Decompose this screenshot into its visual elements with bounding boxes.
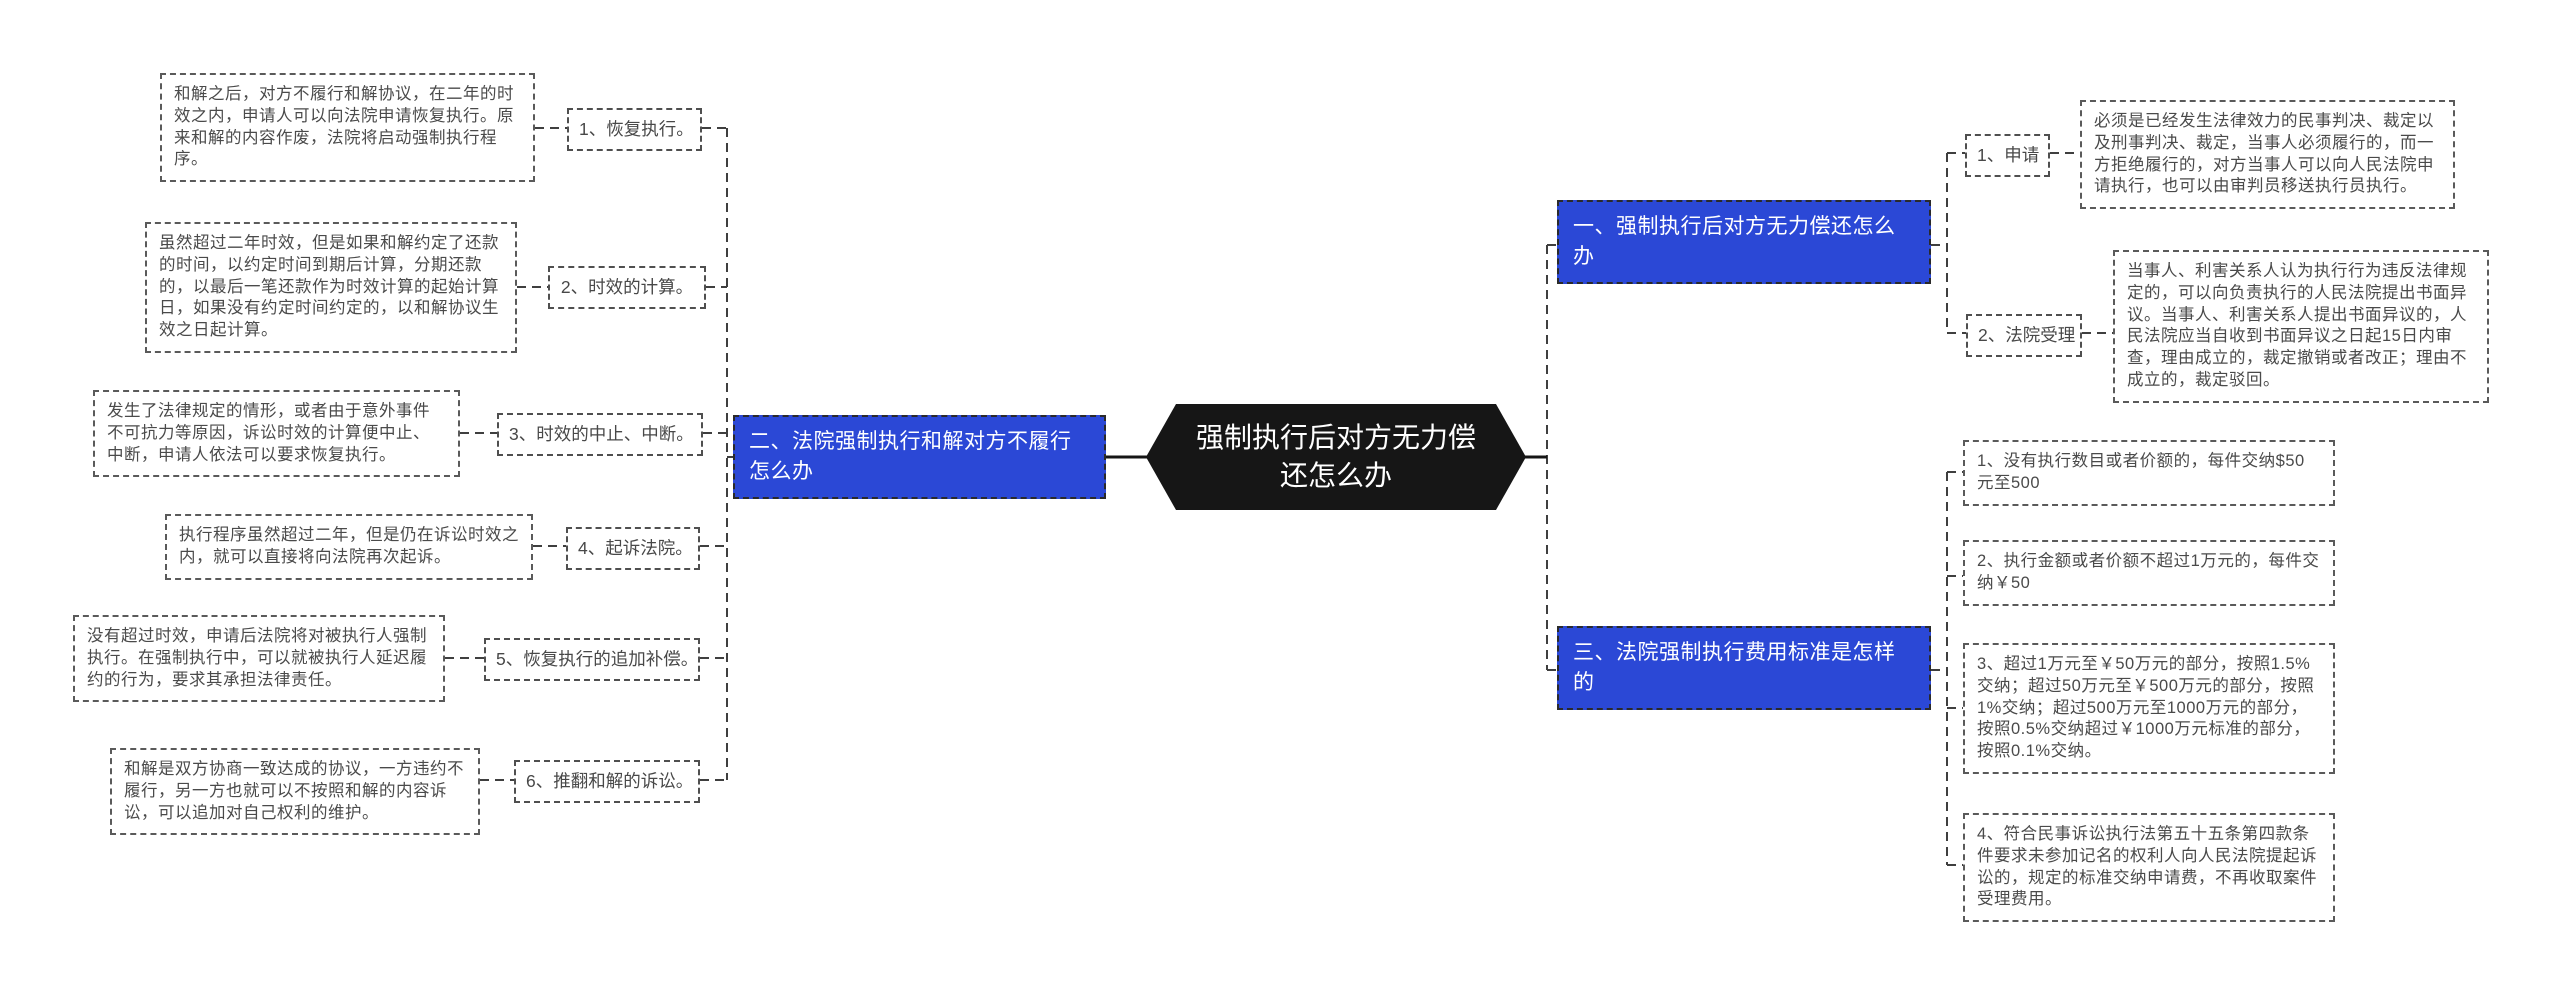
fee-item-civil-procedure-law[interactable]: 4、符合民事诉讼执行法第五十五条第四款条件要求未参加记名的权利人向人民法院提起诉… [1963,813,2335,923]
node-additional-compensation[interactable]: 5、恢复执行的追加补偿。 [484,638,700,681]
node-application[interactable]: 1、申请 [1965,134,2050,177]
node-limitation-suspension[interactable]: 3、时效的中止、中断。 [497,413,703,456]
detail-limitation-calculation[interactable]: 虽然超过二年时效，但是如果和解约定了还款的时间，以约定时间到期后计算，分期还款的… [145,222,517,353]
detail-overturn-settlement[interactable]: 和解是双方协商一致达成的协议，一方违约不履行，另一方也就可以不按照和解的内容诉讼… [110,748,480,836]
center-topic[interactable]: 强制执行后对方无力偿还怎么办 [1146,404,1526,510]
detail-application[interactable]: 必须是已经发生法律效力的民事判决、裁定以及刑事判决、裁定，当事人必须履行的，而一… [2080,100,2455,210]
detail-resume-execution[interactable]: 和解之后，对方不履行和解协议，在二年的时效之内，申请人可以向法院申请恢复执行。原… [160,73,535,183]
detail-court-acceptance[interactable]: 当事人、利害关系人认为执行行为违反法律规定的，可以向负责执行的人民法院提出书面异… [2113,250,2489,403]
branch-unable-to-repay[interactable]: 一、强制执行后对方无力偿还怎么办 [1557,200,1931,284]
detail-sue-court[interactable]: 执行程序虽然超过二年，但是仍在诉讼时效之内，就可以直接将向法院再次起诉。 [165,514,533,580]
node-limitation-calculation[interactable]: 2、时效的计算。 [548,266,706,309]
branch-enforcement-fee-standard[interactable]: 三、法院强制执行费用标准是怎样的 [1557,626,1931,710]
node-sue-court[interactable]: 4、起诉法院。 [566,527,700,570]
node-resume-execution[interactable]: 1、恢复执行。 [567,108,702,151]
node-overturn-settlement[interactable]: 6、推翻和解的诉讼。 [514,760,700,803]
fee-item-under-10k[interactable]: 2、执行金额或者价额不超过1万元的，每件交纳￥50 [1963,540,2335,606]
detail-additional-compensation[interactable]: 没有超过时效，申请后法院将对被执行人强制执行。在强制执行中，可以就被执行人延迟履… [73,615,445,703]
branch-settlement-not-performed[interactable]: 二、法院强制执行和解对方不履行怎么办 [733,415,1106,499]
fee-item-tiered-rates[interactable]: 3、超过1万元至￥50万元的部分，按照1.5%交纳；超过50万元至￥500万元的… [1963,643,2335,774]
fee-item-no-amount[interactable]: 1、没有执行数目或者价额的，每件交纳$50元至500 [1963,440,2335,506]
detail-limitation-suspension[interactable]: 发生了法律规定的情形，或者由于意外事件不可抗力等原因，诉讼时效的计算便中止、中断… [93,390,460,478]
node-court-acceptance[interactable]: 2、法院受理 [1966,314,2082,357]
